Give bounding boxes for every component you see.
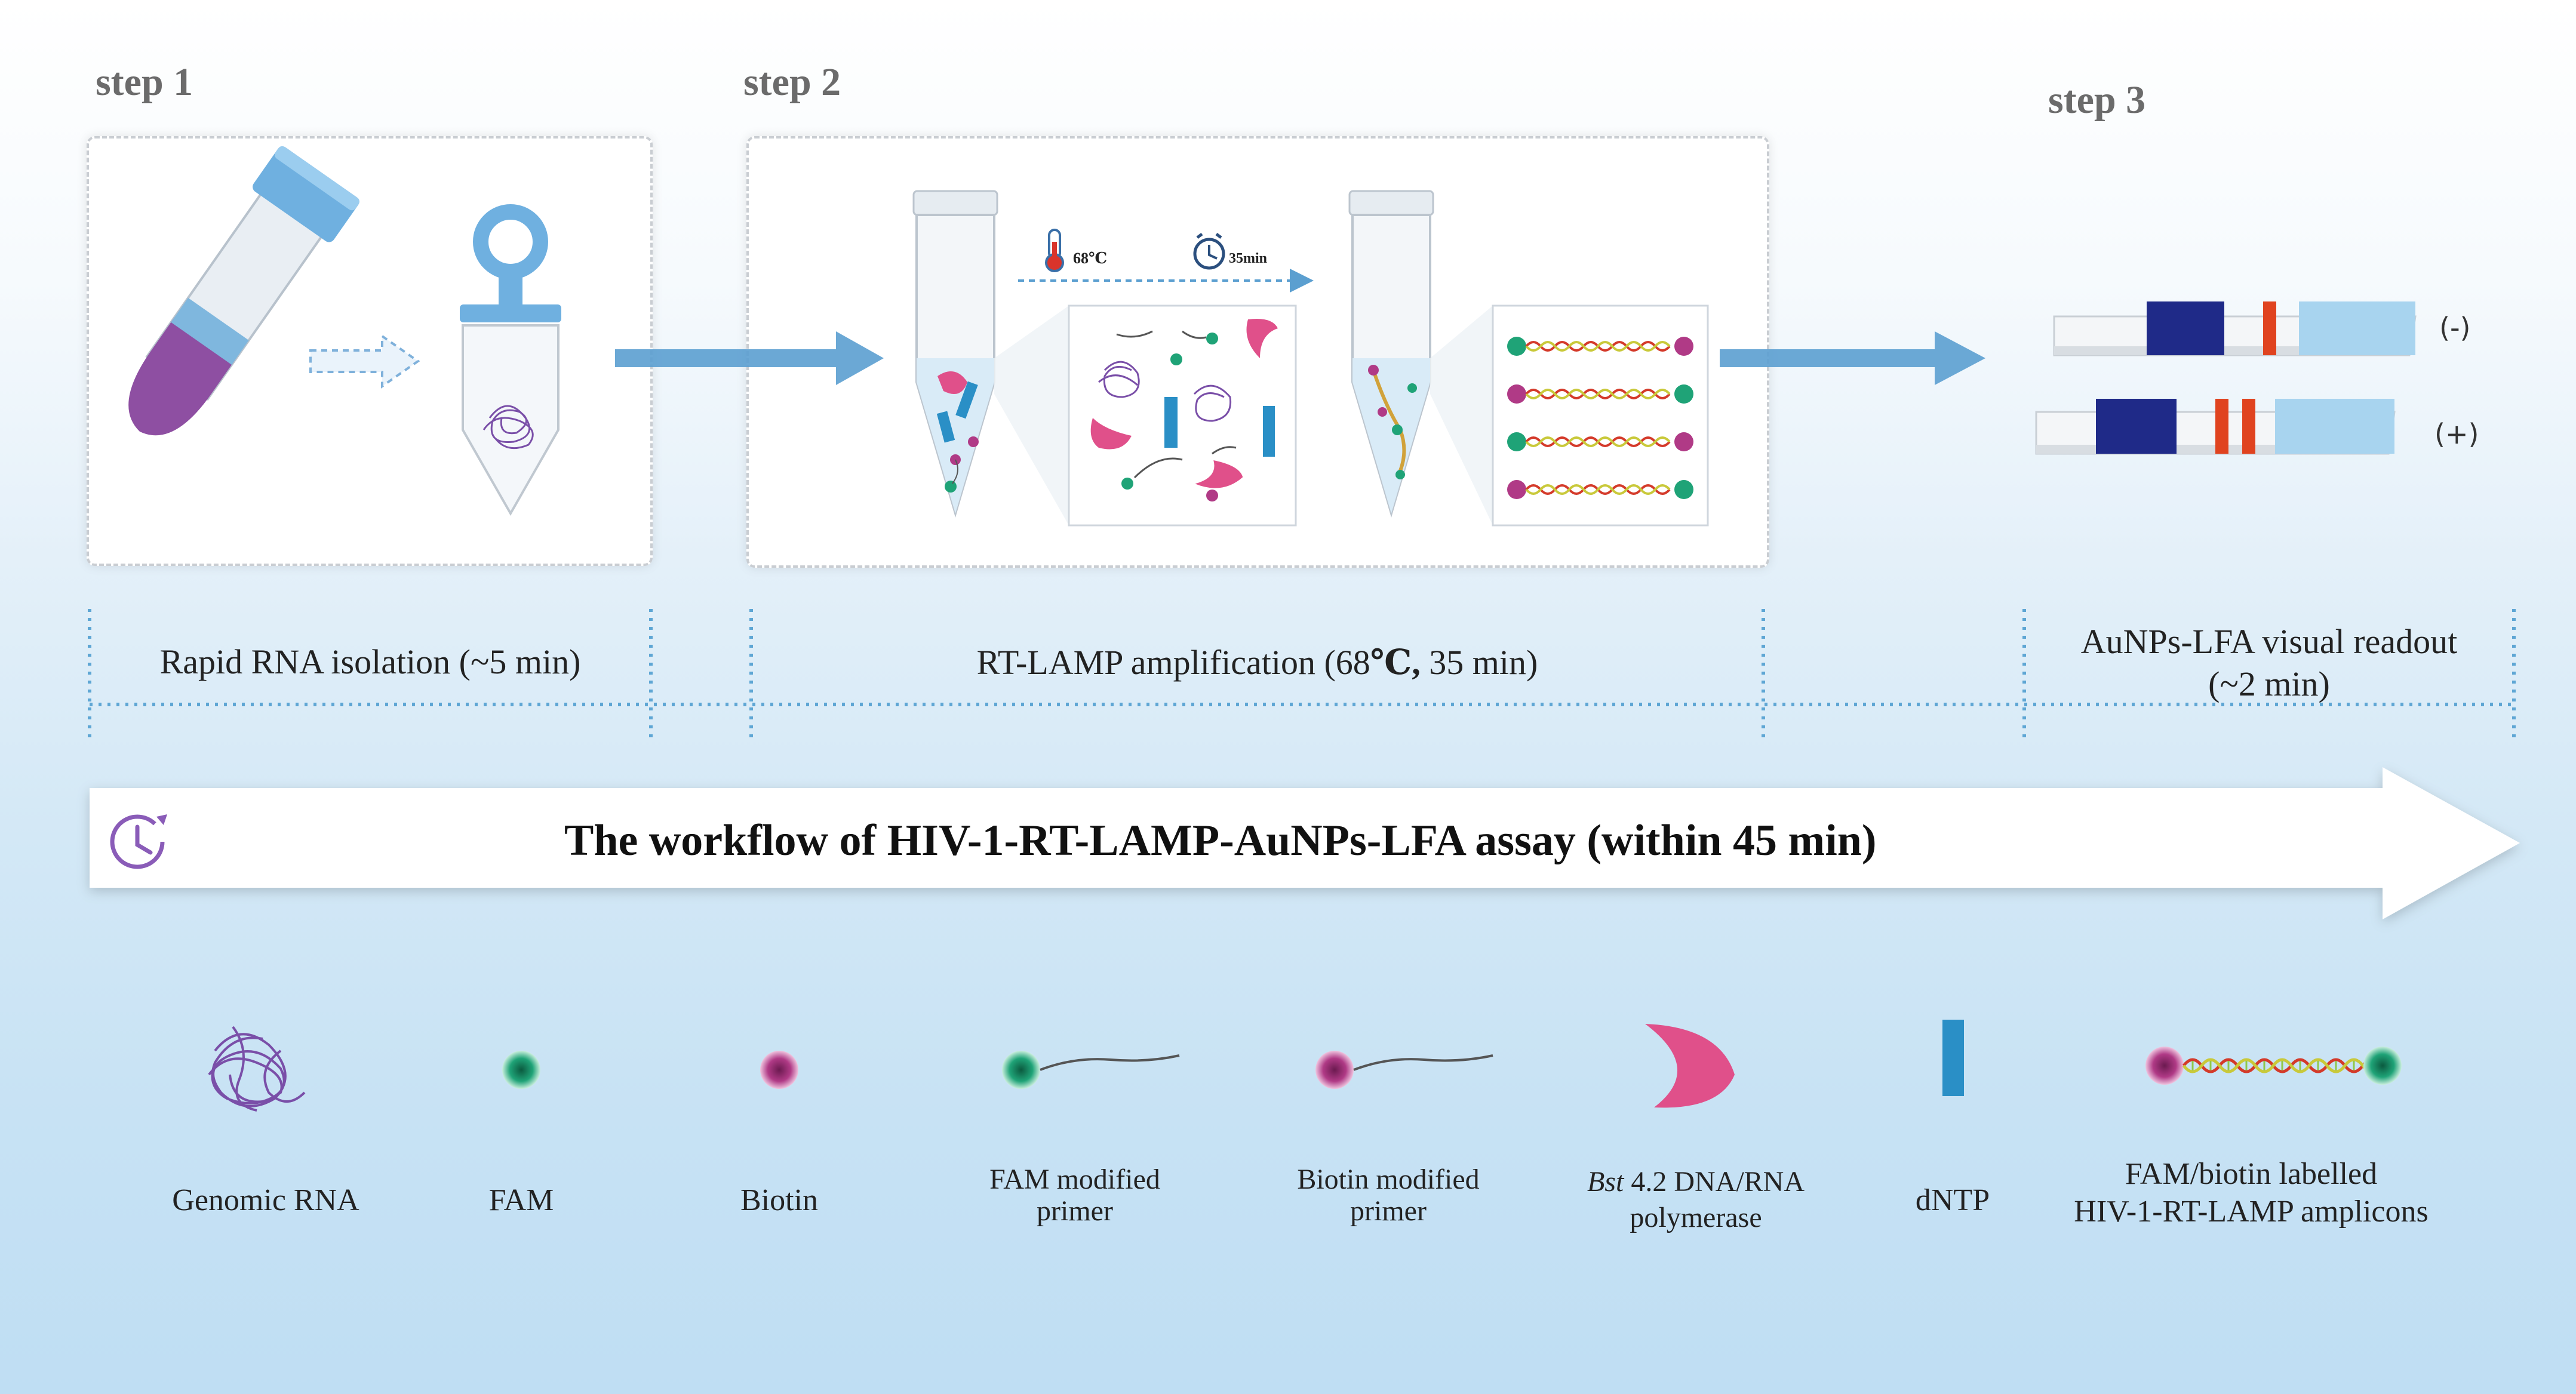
step-3-caption-line2: (~2 min) — [2208, 664, 2330, 703]
positive-result-label: (+) — [2434, 418, 2479, 450]
legend-fam-label: FAM — [488, 1183, 554, 1217]
step-3-title: step 3 — [2048, 78, 2146, 122]
legend-genomic-rna-label: Genomic RNA — [172, 1183, 359, 1217]
spin-column-icon — [460, 204, 561, 516]
lfa-strip-positive — [2035, 399, 2396, 455]
incubation-arrow — [1018, 269, 1314, 293]
legend-polymerase-bst: Bst — [1587, 1166, 1624, 1198]
step-2-caption-end: 35 min) — [1420, 643, 1538, 682]
legend-polymerase-rest: 4.2 DNA/RNA — [1624, 1166, 1805, 1198]
step-2-caption: RT-LAMP amplification (68℃, 35 min) — [751, 642, 1763, 682]
step-1-title: step 1 — [96, 60, 193, 104]
legend-biotin-primer-line1: Biotin modified — [1297, 1164, 1480, 1195]
temperature-label: 68℃ — [1073, 250, 1108, 267]
reaction-tube-2-icon — [1348, 190, 1434, 518]
reaction-tube-1-icon — [912, 190, 998, 518]
fam-primer-icon — [1002, 1051, 1180, 1089]
legend-dntp-label: dNTP — [1915, 1183, 1990, 1217]
clock-icon — [110, 814, 167, 869]
amplicon-row-4 — [1507, 480, 1693, 499]
legend-biotin-primer-line2: primer — [1350, 1195, 1427, 1227]
step-2-title: step 2 — [743, 60, 841, 104]
lfa-strip-negative — [2053, 301, 2417, 356]
negative-result-label: (-) — [2439, 312, 2471, 344]
amplicon-row-1 — [1507, 337, 1693, 356]
thermometer-icon — [1045, 229, 1064, 272]
arrow-step1-to-step2 — [615, 331, 884, 385]
reaction-mix-zoom-box — [994, 304, 1297, 527]
step-3-caption-line1: AuNPs-LFA visual readout — [2080, 622, 2458, 661]
amplicon-icon — [2145, 1047, 2402, 1085]
transfer-arrow-icon — [309, 334, 420, 389]
workflow-banner-title: The workflow of HIV-1-RT-LAMP-AuNPs-LFA … — [564, 816, 1877, 865]
legend-amplicon-line2: HIV-1-RT-LAMP amplicons — [2074, 1195, 2429, 1229]
polymerase-icon — [1645, 1024, 1735, 1108]
amplicon-zoom-box — [1430, 304, 1709, 527]
timer-icon — [1193, 233, 1225, 270]
legend-polymerase-line2: polymerase — [1630, 1202, 1762, 1233]
step-1-caption: Rapid RNA isolation (~5 min) — [159, 642, 581, 681]
step-2-caption-start: RT-LAMP amplification (68 — [976, 643, 1370, 682]
biotin-primer-icon — [1315, 1051, 1493, 1089]
biotin-icon — [760, 1051, 798, 1089]
legend-biotin-label: Biotin — [740, 1183, 819, 1217]
legend-polymerase-line1: Bst 4.2 DNA/RNA — [1547, 1164, 1845, 1200]
legend-fam-primer-line2: primer — [1037, 1195, 1113, 1227]
arrow-step2-to-step3 — [1720, 331, 1985, 385]
legend-amplicon-line1: FAM/biotin labelled — [2125, 1157, 2378, 1191]
fam-icon — [502, 1051, 540, 1089]
legend-fam-primer-line1: FAM modified — [989, 1164, 1160, 1195]
dntp-icon — [1942, 1020, 1964, 1096]
blood-sample-tube-icon — [128, 146, 359, 436]
genomic-rna-icon — [208, 1026, 306, 1112]
amplicon-row-2 — [1507, 384, 1693, 404]
amplicon-row-3 — [1507, 432, 1693, 451]
step-3-caption: AuNPs-LFA visual readout(~2 min) — [2024, 621, 2514, 706]
time-label: 35min — [1229, 251, 1268, 266]
step-2-caption-unit: ℃, — [1370, 643, 1421, 682]
